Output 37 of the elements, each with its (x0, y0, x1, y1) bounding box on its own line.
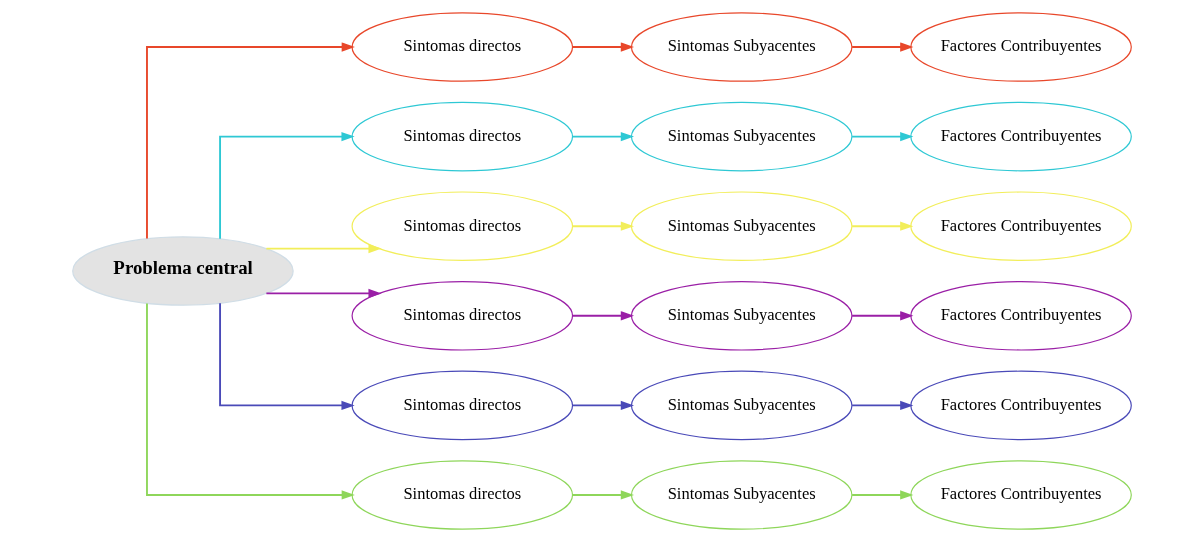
arrow (851, 490, 914, 500)
arrow (851, 132, 914, 142)
arrow (146, 42, 355, 240)
node-ellipse: Sintomas directos (351, 101, 574, 172)
arrow (571, 42, 635, 52)
arrow (571, 490, 635, 500)
node-ellipse: Factores Contribuyentes (910, 281, 1132, 351)
arrow (571, 400, 635, 410)
node-ellipse: Sintomas directos (351, 370, 574, 441)
node-ellipse: Sintomas Subyacentes (630, 101, 853, 172)
node-ellipse: Sintomas directos (351, 191, 574, 261)
arrow (851, 311, 914, 321)
node-ellipse: Sintomas Subyacentes (630, 370, 853, 441)
arrow (265, 243, 382, 254)
node-ellipse: Problema central (72, 236, 294, 306)
node-ellipse: Sintomas Subyacentes (630, 191, 853, 261)
node-ellipse: Factores Contribuyentes (910, 101, 1132, 172)
arrow (219, 302, 355, 410)
node-ellipse: Sintomas directos (351, 12, 574, 82)
arrow (219, 132, 355, 240)
node-ellipse: Sintomas directos (351, 281, 574, 351)
arrow (851, 42, 914, 52)
arrow (265, 288, 382, 299)
node-ellipse: Sintomas Subyacentes (630, 460, 853, 530)
node-ellipse: Sintomas Subyacentes (630, 12, 853, 82)
node-ellipse: Factores Contribuyentes (910, 460, 1132, 530)
arrow (146, 302, 355, 500)
arrow (571, 221, 634, 231)
arrow (571, 311, 634, 321)
arrow (571, 132, 635, 142)
node-ellipse: Sintomas directos (351, 460, 574, 530)
node-ellipse: Factores Contribuyentes (910, 12, 1132, 82)
node-ellipse: Sintomas Subyacentes (630, 281, 853, 351)
arrow (851, 221, 914, 231)
arrow (851, 400, 914, 410)
node-ellipse: Factores Contribuyentes (910, 191, 1132, 261)
node-ellipse: Factores Contribuyentes (910, 370, 1132, 441)
